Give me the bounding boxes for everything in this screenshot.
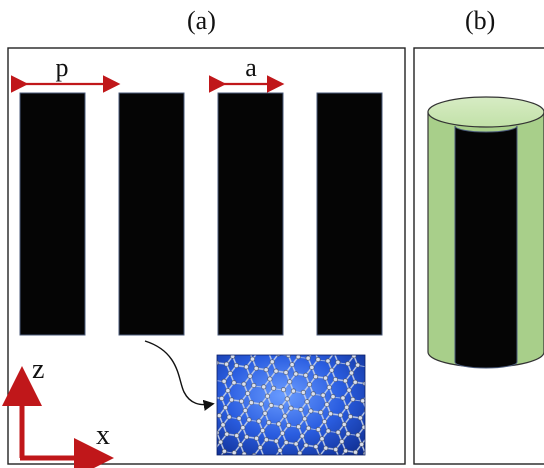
panel-label-b: (b) xyxy=(465,6,496,35)
period-label: p xyxy=(56,53,69,82)
graphene-lattice-image xyxy=(216,354,366,456)
strip-1 xyxy=(19,92,86,336)
pointer-arrow xyxy=(144,340,215,411)
period-dimension: p xyxy=(10,53,121,93)
cylinder-top xyxy=(427,96,544,128)
strip-2 xyxy=(118,92,185,336)
cylinder-shape xyxy=(427,96,544,369)
axis-arrows-icon: z x xyxy=(1,354,114,468)
x-axis-label: x xyxy=(96,420,110,451)
strip-array xyxy=(19,92,383,336)
strip-3 xyxy=(217,92,284,336)
panel-b-frame xyxy=(413,47,544,465)
width-dimension: a xyxy=(208,53,285,93)
strip-4 xyxy=(316,92,383,336)
cylinder-core xyxy=(454,125,518,369)
panel-label-a: (a) xyxy=(187,6,216,35)
width-label: a xyxy=(245,53,257,82)
panel-a-frame xyxy=(7,47,406,465)
z-axis-label: z xyxy=(32,354,44,385)
